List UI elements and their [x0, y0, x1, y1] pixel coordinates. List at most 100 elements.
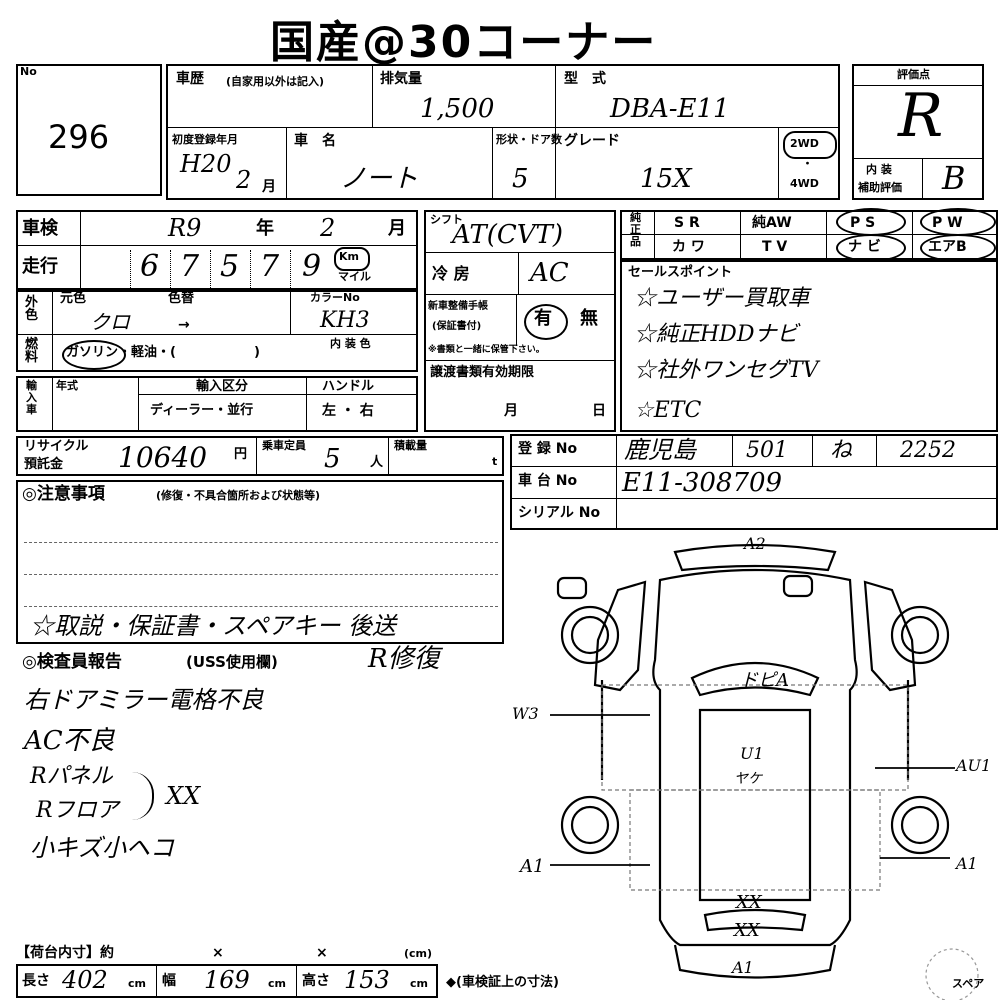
model-value: DBA-E11 [610, 94, 730, 124]
equipment-box [620, 210, 998, 260]
transfer-day-unit: 日 [592, 403, 606, 419]
fuel-options: ガソリン・軽油・( ) [66, 345, 260, 360]
transfer-month-unit: 月 [504, 403, 518, 419]
reg-no-area: 鹿児島 [624, 436, 696, 464]
length-label: 長さ [22, 973, 50, 989]
drive-2wd: 2WD [790, 137, 819, 150]
first-registration-month: 2 [236, 166, 252, 194]
history-label: 車歴 [176, 71, 204, 87]
interior-value: B [942, 159, 966, 197]
equip-pw-circle [920, 208, 996, 236]
ext-color-orig-label: 元色 [60, 291, 87, 306]
displacement-label: 排気量 [380, 71, 422, 87]
interior-label-1: 内 装 [866, 163, 892, 176]
equip-leather: カ ワ [672, 239, 705, 255]
page-title: 国産@30コーナー [270, 17, 658, 68]
lot-number-label: No [20, 65, 37, 78]
sales-point-item: ☆社外ワンセグTV [634, 358, 819, 383]
diagram-a1-bottom: A1 [732, 958, 754, 977]
equip-airbag-circle [920, 234, 996, 262]
manual-yes: 有 [534, 308, 552, 329]
transfer-label: 譲渡書類有効期限 [430, 365, 535, 380]
inspection-box [16, 210, 418, 292]
drive-dot: ・ [802, 157, 813, 170]
ac-value: AC [530, 258, 569, 288]
diagram-a1-left: A1 [520, 856, 545, 877]
mileage-digit: 6 [140, 249, 160, 284]
manual-no: 無 [580, 308, 598, 329]
sales-points-box [620, 260, 998, 432]
ext-color-arrow: → [178, 317, 190, 333]
score-value: R [898, 81, 944, 151]
color-code-value: KH3 [320, 308, 370, 333]
notes-line: ☆取説・保証書・スペアキー 後送 [30, 612, 396, 640]
mileage-unit-km: Km [339, 250, 359, 263]
capacity-label: 乗車定員 [262, 439, 306, 452]
displacement-value: 1,500 [420, 94, 495, 124]
first-registration-label: 初度登録年月 [172, 133, 238, 146]
width-unit: cm [268, 977, 286, 990]
chassis-no-value: E11-308709 [622, 468, 783, 498]
recycle-box [16, 436, 504, 476]
length-unit: cm [128, 977, 146, 990]
ext-color-repaint-label: 色替 [168, 291, 195, 306]
first-registration-era: H20 [180, 150, 232, 178]
length-value: 402 [62, 966, 108, 994]
diagram-a2: A2 [744, 534, 766, 553]
notes-title: ◎注意事項 [22, 484, 105, 504]
int-color-label: 内 装 色 [330, 337, 371, 350]
color-fuel-box [16, 288, 418, 372]
load-unit: t [492, 455, 498, 468]
recycle-value: 10640 [118, 441, 208, 474]
inspector-title: ◎検査員報告 [22, 652, 122, 672]
inspection-month-unit: 月 [388, 218, 406, 239]
chassis-no-label: 車 台 No [518, 473, 578, 489]
inspector-line: Rフロア [36, 798, 119, 823]
grade-label: グレード [564, 133, 620, 149]
car-name-label: 車 名 [294, 133, 336, 149]
equipment-side-label: 純正品 [630, 211, 641, 249]
drive-2wd-circle [783, 131, 837, 159]
manual-yes-circle [524, 304, 568, 340]
recycle-label-1: リサイクル [24, 439, 89, 454]
score-label: 評価点 [897, 68, 930, 81]
mileage-label: 走行 [22, 256, 58, 277]
mileage-unit-mile: マイル [338, 270, 371, 283]
manual-label-1: 新車整備手帳 [428, 301, 488, 312]
notes-box [16, 480, 504, 644]
car-name-value: ノート [340, 164, 419, 194]
cargo-x2: × [316, 945, 328, 961]
doors-label: 形状・ドア数 [496, 133, 562, 146]
interior-label-2: 補助評価 [858, 181, 902, 194]
recycle-label-2: 預託金 [24, 457, 64, 472]
equip-ps-circle [836, 208, 906, 236]
diagram-w3: W3 [512, 704, 539, 723]
first-registration-month-unit: 月 [262, 179, 276, 195]
import-category-value: ディーラー・並行 [150, 403, 254, 418]
reg-no-class: 501 [746, 438, 788, 463]
import-box [16, 376, 418, 432]
diagram-xx-bottom: XX [734, 920, 760, 941]
inspector-bracket [130, 772, 154, 820]
inspector-grade-note: R修復 [368, 644, 440, 674]
manual-label-2: (保証書付) [432, 321, 482, 332]
dimensions-box [16, 964, 438, 998]
inspector-subtitle: (USS使用欄) [186, 653, 278, 671]
width-label: 幅 [162, 973, 176, 989]
reg-no-number: 2252 [900, 438, 956, 463]
vehicle-info-box [166, 64, 840, 200]
inspector-line: 小キズ小ヘコ [30, 834, 174, 862]
grade-value: 15X [640, 164, 692, 194]
dimensions-note: ◆(車検証上の寸法) [446, 975, 559, 990]
diagram-au1: AU1 [956, 756, 992, 775]
reg-no-kana: ね [830, 438, 853, 463]
shift-label: シフト [430, 213, 463, 226]
inspector-line: 右ドアミラー電格不良 [24, 686, 264, 714]
diagram-xx-top: XX [736, 892, 762, 913]
doors-value: 5 [512, 164, 529, 194]
sales-points-label: セールスポイント [628, 265, 733, 280]
height-label: 高さ [302, 973, 330, 989]
handle-label: ハンドル [322, 379, 375, 394]
inspection-label: 車検 [22, 218, 58, 239]
lot-number-value: 296 [48, 118, 110, 156]
